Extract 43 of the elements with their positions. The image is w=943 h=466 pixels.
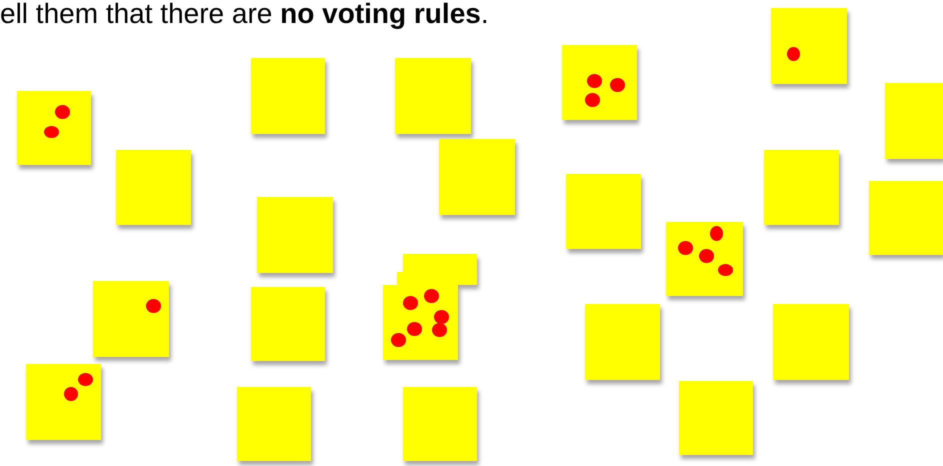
vote-dot: [64, 387, 78, 401]
vote-dot: [55, 105, 70, 119]
sticky-note: [395, 58, 471, 134]
vote-dot: [699, 249, 714, 263]
vote-dot: [434, 310, 449, 324]
vote-dot: [678, 241, 693, 255]
sticky-note: [764, 150, 839, 225]
sticky-note: [251, 58, 325, 134]
vote-dot: [787, 47, 800, 61]
sticky-note: [562, 45, 637, 120]
sticky-note: [116, 150, 191, 225]
vote-dot: [432, 323, 447, 337]
sticky-note: [439, 139, 515, 215]
sticky-note: [257, 197, 333, 273]
sticky-note: [773, 304, 849, 380]
heading-text: ell them that there are no voting rules.: [0, 0, 489, 30]
vote-dot: [610, 78, 625, 92]
sticky-note: [771, 8, 847, 84]
sticky-note: [566, 174, 641, 249]
sticky-note: [237, 387, 311, 461]
sticky-note: [251, 287, 325, 361]
sticky-note: [585, 304, 660, 380]
sticky-note: [869, 181, 943, 255]
vote-dot: [710, 226, 723, 241]
sticky-note: [383, 285, 458, 360]
vote-dot: [146, 299, 161, 313]
sticky-note: [93, 281, 169, 357]
vote-dot: [403, 296, 418, 310]
sticky-note: [403, 254, 477, 272]
sticky-note: [885, 83, 943, 159]
vote-dot: [391, 333, 406, 347]
vote-dot: [585, 93, 600, 107]
sticky-note: [26, 364, 101, 440]
sticky-note: [679, 381, 753, 455]
vote-dot: [424, 289, 439, 303]
sticky-note: [403, 387, 477, 461]
vote-dot: [78, 373, 93, 386]
vote-dot: [718, 264, 733, 276]
sticky-note: [666, 222, 743, 296]
sticky-note: [17, 91, 91, 165]
vote-dot: [587, 74, 602, 88]
vote-dot: [407, 322, 422, 336]
vote-dot: [44, 126, 59, 138]
